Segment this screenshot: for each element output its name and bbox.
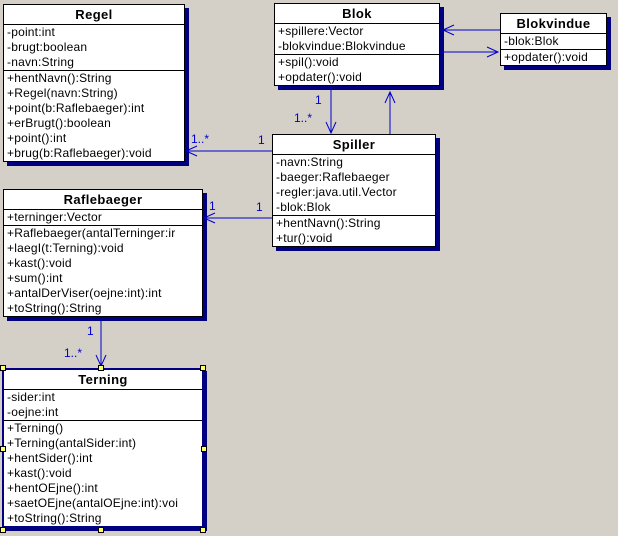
method-row: +kast():void — [7, 466, 72, 480]
multiplicity-label: 1..* — [191, 132, 210, 146]
method-row: +sum():int — [7, 271, 63, 285]
attributes-compartment: -point:int-brugt:boolean-navn:String — [4, 25, 184, 71]
method-row: +point(b:Raflebaeger):int — [7, 101, 145, 115]
attributes-compartment: +terninger:Vector — [4, 210, 202, 226]
method-row: +brug(b:Raflebaeger):void — [7, 146, 152, 160]
class-box-blokvindue[interactable]: Blokvindue -blok:Blok +opdater():void — [500, 13, 607, 66]
method-row: +kast():void — [7, 256, 72, 270]
attribute-row: -point:int — [7, 25, 56, 39]
method-row: +Terning(antalSider:int) — [7, 436, 137, 450]
attributes-compartment: -sider:int-oejne:int — [4, 390, 202, 421]
class-box-raflebaeger[interactable]: Raflebaeger +terninger:Vector +Raflebaeg… — [3, 189, 203, 317]
association-raflebaeger-to-terning[interactable] — [95, 321, 107, 368]
attribute-row: -brugt:boolean — [7, 40, 88, 54]
methods-compartment: +hentNavn():String+Regel(navn:String)+po… — [4, 71, 184, 161]
selection-handle-middle-left[interactable] — [0, 446, 6, 452]
selection-handle-top-left[interactable] — [0, 365, 6, 371]
association-blok-to-blokvindue[interactable] — [441, 46, 500, 58]
methods-compartment: +spil():void+opdater():void — [275, 55, 439, 85]
association-spiller-to-regel[interactable] — [184, 145, 272, 157]
methods-compartment: +hentNavn():String+tur():void — [273, 216, 435, 246]
method-row: +Terning() — [7, 421, 64, 435]
method-row: +erBrugt():boolean — [7, 116, 111, 130]
attribute-row: -baeger:Raflebaeger — [276, 170, 390, 184]
attribute-row: +spillere:Vector — [278, 24, 364, 38]
method-row: +laegI(t:Terning):void — [7, 241, 124, 255]
method-row: +saetOEjne(antalOEjne:int):voi — [7, 496, 179, 510]
multiplicity-label: 1 — [87, 324, 94, 338]
selection-handle-bottom-right[interactable] — [200, 527, 206, 533]
association-blokvindue-to-blok[interactable] — [441, 24, 500, 36]
multiplicity-label: 1..* — [64, 346, 83, 360]
attributes-compartment: -navn:String-baeger:Raflebaeger-regler:j… — [273, 155, 435, 216]
attributes-compartment: +spillere:Vector-blokvindue:Blokvindue — [275, 24, 439, 55]
multiplicity-label: 1..* — [294, 111, 313, 125]
attribute-row: -navn:String — [7, 55, 75, 69]
attribute-row: -blok:Blok — [504, 34, 559, 48]
class-title: Blokvindue — [501, 14, 606, 34]
multiplicity-label: 1 — [256, 200, 263, 214]
attribute-row: -regler:java.util.Vector — [276, 185, 397, 199]
method-row: +tur():void — [276, 231, 333, 245]
attribute-row: -blokvindue:Blokvindue — [278, 39, 406, 53]
selection-handle-top-middle[interactable] — [98, 365, 104, 371]
class-title: Regel — [4, 5, 184, 25]
method-row: +toString():String — [7, 301, 102, 315]
method-row: +hentNavn():String — [7, 71, 112, 85]
class-title: Terning — [4, 370, 202, 390]
multiplicity-label: 1 — [315, 93, 322, 107]
attribute-row: -sider:int — [7, 390, 56, 404]
methods-compartment: +Terning()+Terning(antalSider:int)+hentS… — [4, 421, 202, 526]
class-title: Raflebaeger — [4, 190, 202, 210]
selection-handle-bottom-left[interactable] — [0, 527, 6, 533]
method-row: +opdater():void — [278, 70, 363, 84]
method-row: +point():int — [7, 131, 67, 145]
class-box-spiller[interactable]: Spiller -navn:String-baeger:Raflebaeger-… — [272, 134, 436, 247]
attributes-compartment: -blok:Blok — [501, 34, 606, 50]
attribute-row: -navn:String — [276, 155, 344, 169]
selection-handle-bottom-middle[interactable] — [98, 527, 104, 533]
class-box-terning[interactable]: Terning -sider:int-oejne:int +Terning()+… — [2, 368, 204, 528]
association-spiller-to-raflebaeger[interactable] — [202, 212, 272, 224]
methods-compartment: +opdater():void — [501, 50, 606, 65]
method-row: +antalDerViser(oejne:int):int — [7, 286, 162, 300]
association-spiller-to-blok[interactable] — [384, 90, 396, 134]
methods-compartment: +Raflebaeger(antalTerninger:ir+laegI(t:T… — [4, 226, 202, 316]
method-row: +hentSider():int — [7, 451, 93, 465]
method-row: +hentNavn():String — [276, 216, 381, 230]
method-row: +opdater():void — [504, 50, 589, 64]
attribute-row: -blok:Blok — [276, 200, 331, 214]
class-title: Spiller — [273, 135, 435, 155]
method-row: +Raflebaeger(antalTerninger:ir — [7, 226, 176, 240]
class-title: Blok — [275, 4, 439, 24]
attribute-row: +terninger:Vector — [7, 210, 103, 224]
method-row: +spil():void — [278, 55, 339, 69]
class-box-regel[interactable]: Regel -point:int-brugt:boolean-navn:Stri… — [3, 4, 185, 162]
class-box-blok[interactable]: Blok +spillere:Vector-blokvindue:Blokvin… — [274, 3, 440, 86]
attribute-row: -oejne:int — [7, 405, 59, 419]
multiplicity-label: 1 — [258, 133, 265, 147]
selection-handle-middle-right[interactable] — [201, 446, 207, 452]
method-row: +Regel(navn:String) — [7, 86, 118, 100]
method-row: +hentOEjne():int — [7, 481, 98, 495]
association-blok-to-spiller[interactable] — [325, 90, 337, 135]
multiplicity-label: 1 — [209, 199, 216, 213]
method-row: +toString():String — [7, 511, 102, 525]
selection-handle-top-right[interactable] — [200, 365, 206, 371]
